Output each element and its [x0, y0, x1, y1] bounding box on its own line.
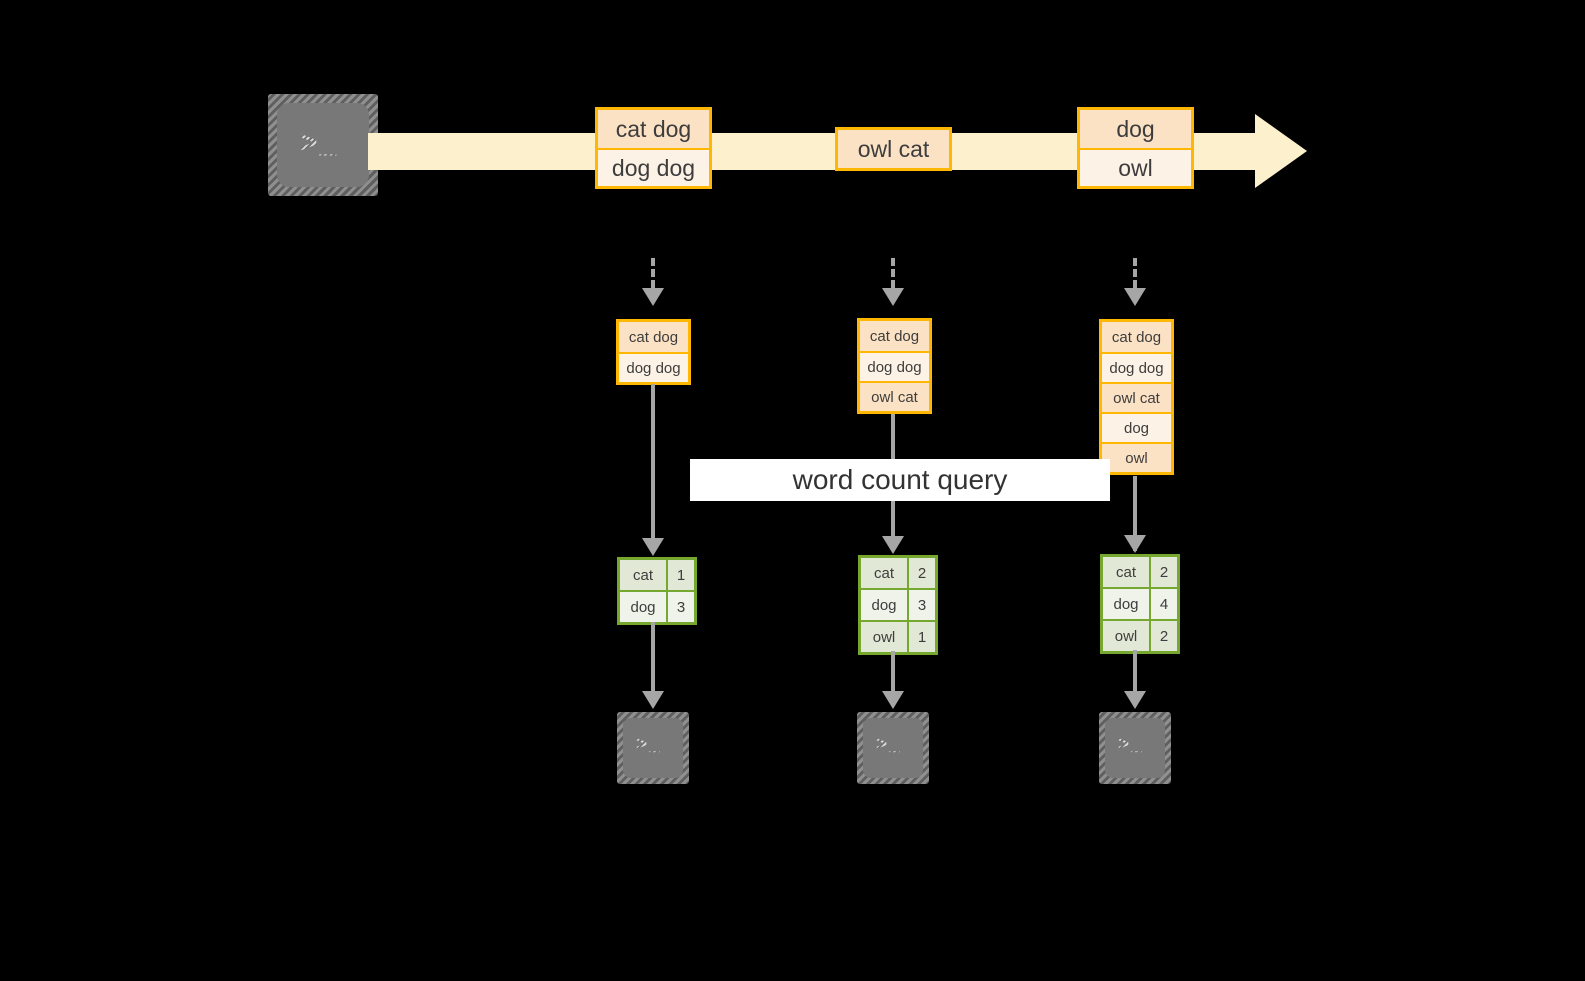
- record-row: owl cat: [860, 381, 929, 411]
- record-row: dog dog: [860, 351, 929, 381]
- terminal-prompt-icon: >_: [876, 734, 902, 755]
- count-word: dog: [1103, 589, 1149, 619]
- word-count-result-3: cat 2 dog 4 owl 2: [1100, 554, 1180, 654]
- count-value: 4: [1149, 589, 1177, 619]
- snapshot-input-connector: [1133, 258, 1137, 288]
- word-count-result-1: cat 1 dog 3: [617, 557, 697, 625]
- output-connector-1: [651, 622, 655, 695]
- count-word: cat: [861, 558, 907, 588]
- count-value: 3: [907, 590, 935, 620]
- count-value: 1: [666, 560, 694, 590]
- terminal-prompt-icon: >_: [1118, 734, 1144, 755]
- record-row: cat dog: [860, 321, 929, 351]
- output-connector-3: [1133, 650, 1137, 695]
- count-word: owl: [861, 622, 907, 652]
- query-connector-1: [651, 384, 655, 551]
- record-row: dog dog: [619, 352, 688, 382]
- stream-arrowhead-icon: [1255, 114, 1307, 188]
- terminal-prompt-icon: >_: [300, 126, 339, 159]
- output-connector-2: [891, 651, 895, 695]
- arrow-down-icon: [1124, 535, 1146, 553]
- count-row: cat 1: [620, 560, 694, 590]
- word-count-query-label: word count query: [690, 459, 1110, 501]
- record-row: dog dog: [1102, 352, 1171, 382]
- record-row: dog: [1102, 412, 1171, 442]
- snapshot-input-connector: [651, 258, 655, 288]
- output-terminal-1: >_: [617, 712, 689, 784]
- output-terminal-3: >_: [1099, 712, 1171, 784]
- record-line: dog dog: [598, 148, 709, 186]
- dashed-arrow-down-icon: [882, 288, 904, 306]
- terminal-screen: [623, 718, 683, 778]
- count-word: dog: [620, 592, 666, 622]
- count-value: 1: [907, 622, 935, 652]
- terminal-screen: [863, 718, 923, 778]
- count-row: owl 1: [861, 620, 935, 652]
- record-line: dog: [1080, 110, 1191, 148]
- query-connector-3: [1133, 476, 1137, 551]
- snapshot-input-connector: [891, 258, 895, 288]
- record-row: cat dog: [1102, 322, 1171, 352]
- terminal-screen: [277, 103, 369, 187]
- record-line: cat dog: [598, 110, 709, 148]
- record-line: owl: [1080, 148, 1191, 186]
- dashed-arrow-down-icon: [1124, 288, 1146, 306]
- count-word: cat: [1103, 557, 1149, 587]
- output-terminal-2: >_: [857, 712, 929, 784]
- stream-record-2: owl cat: [835, 127, 952, 171]
- count-row: owl 2: [1103, 619, 1177, 651]
- count-word: cat: [620, 560, 666, 590]
- arrow-down-icon: [882, 536, 904, 554]
- dashed-arrow-down-icon: [642, 288, 664, 306]
- terminal-screen: [1105, 718, 1165, 778]
- accumulated-records-3: cat dog dog dog owl cat dog owl: [1099, 319, 1174, 475]
- count-value: 2: [907, 558, 935, 588]
- record-row: cat dog: [619, 322, 688, 352]
- record-row: owl cat: [1102, 382, 1171, 412]
- arrow-down-icon: [882, 691, 904, 709]
- count-value: 2: [1149, 621, 1177, 651]
- count-row: cat 2: [861, 558, 935, 588]
- count-row: dog 3: [861, 588, 935, 620]
- source-terminal: >_: [268, 94, 378, 196]
- count-value: 3: [666, 592, 694, 622]
- accumulated-records-1: cat dog dog dog: [616, 319, 691, 385]
- count-value: 2: [1149, 557, 1177, 587]
- count-word: owl: [1103, 621, 1149, 651]
- terminal-prompt-icon: >_: [636, 734, 662, 755]
- stream-record-3: dog owl: [1077, 107, 1194, 189]
- accumulated-records-2: cat dog dog dog owl cat: [857, 318, 932, 414]
- count-word: dog: [861, 590, 907, 620]
- word-count-result-2: cat 2 dog 3 owl 1: [858, 555, 938, 655]
- arrow-down-icon: [642, 691, 664, 709]
- record-row: owl: [1102, 442, 1171, 472]
- count-row: dog 4: [1103, 587, 1177, 619]
- count-row: dog 3: [620, 590, 694, 622]
- record-line: owl cat: [838, 130, 949, 168]
- arrow-down-icon: [1124, 691, 1146, 709]
- arrow-down-icon: [642, 538, 664, 556]
- count-row: cat 2: [1103, 557, 1177, 587]
- stream-record-1: cat dog dog dog: [595, 107, 712, 189]
